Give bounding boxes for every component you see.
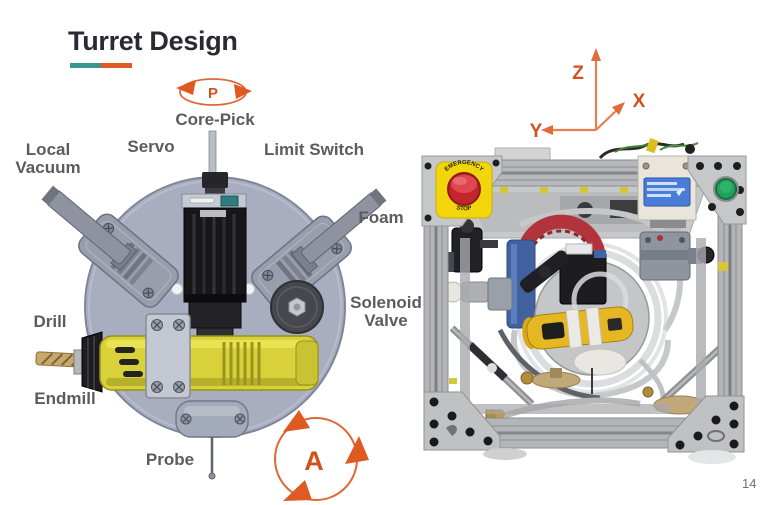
turret-rotation-icon: A [274, 410, 369, 501]
machine-rotary-tool [522, 306, 634, 350]
page-number: 14 [742, 476, 757, 491]
underline-orange-segment [101, 63, 132, 68]
label-servo: Servo [127, 137, 175, 156]
machine-turret-assembly [520, 243, 650, 394]
local-vacuum-tool [41, 185, 179, 308]
servo-motor [183, 207, 247, 341]
screw-icon [180, 413, 192, 425]
screw-icon [173, 381, 185, 393]
turret-diagram: P A [35, 78, 387, 501]
pick-axis-letter: P [208, 85, 218, 102]
estop-assembly: EMERGENCY STOP [421, 155, 503, 227]
probe-tool [175, 400, 249, 480]
screw-icon [151, 319, 163, 331]
screw-icon [262, 269, 274, 281]
turret-axis-letter: A [304, 446, 324, 476]
lcd-panel [637, 155, 697, 228]
label-limit-switch: Limit Switch [263, 140, 365, 159]
label-endmill: Endmill [34, 389, 96, 408]
underline-teal-segment [70, 63, 101, 68]
label-probe: Probe [145, 450, 195, 469]
estop-bottom-label: STOP [455, 205, 472, 212]
screw-icon [331, 243, 343, 255]
label-core-pick: Core-Pick [175, 110, 255, 129]
coordinate-axes-icon: Z X Y [530, 48, 646, 142]
machine-photo: EMERGENCY STOP [421, 48, 747, 464]
label-foam: Foam [358, 208, 404, 227]
screw-icon [173, 319, 185, 331]
endmill-bracket [145, 313, 191, 399]
screw-icon [151, 381, 163, 393]
gearbox-motor [639, 231, 715, 281]
svg-text:STOP: STOP [455, 205, 472, 212]
axis-x-label: X [633, 91, 646, 112]
servo-mount-plate [181, 193, 247, 209]
core-pick-tool [202, 130, 228, 196]
axis-y-label: Y [530, 121, 543, 142]
top-wiring [494, 137, 699, 161]
axis-z-label: Z [572, 63, 584, 84]
solenoid-valve-component [270, 280, 324, 334]
screw-icon [142, 287, 154, 299]
power-button-assembly [687, 155, 747, 225]
label-drill: Drill [33, 312, 67, 331]
bottom-corners [423, 391, 745, 464]
label-local-vacuum: Local Vacuum [15, 140, 81, 177]
pick-rotation-icon: P [176, 78, 252, 106]
endmill-tool [35, 313, 319, 399]
page-title: Turret Design [68, 26, 238, 56]
title-underline [70, 63, 132, 68]
screw-icon [234, 413, 246, 425]
label-solenoid-valve: Solenoid Valve [350, 293, 422, 330]
